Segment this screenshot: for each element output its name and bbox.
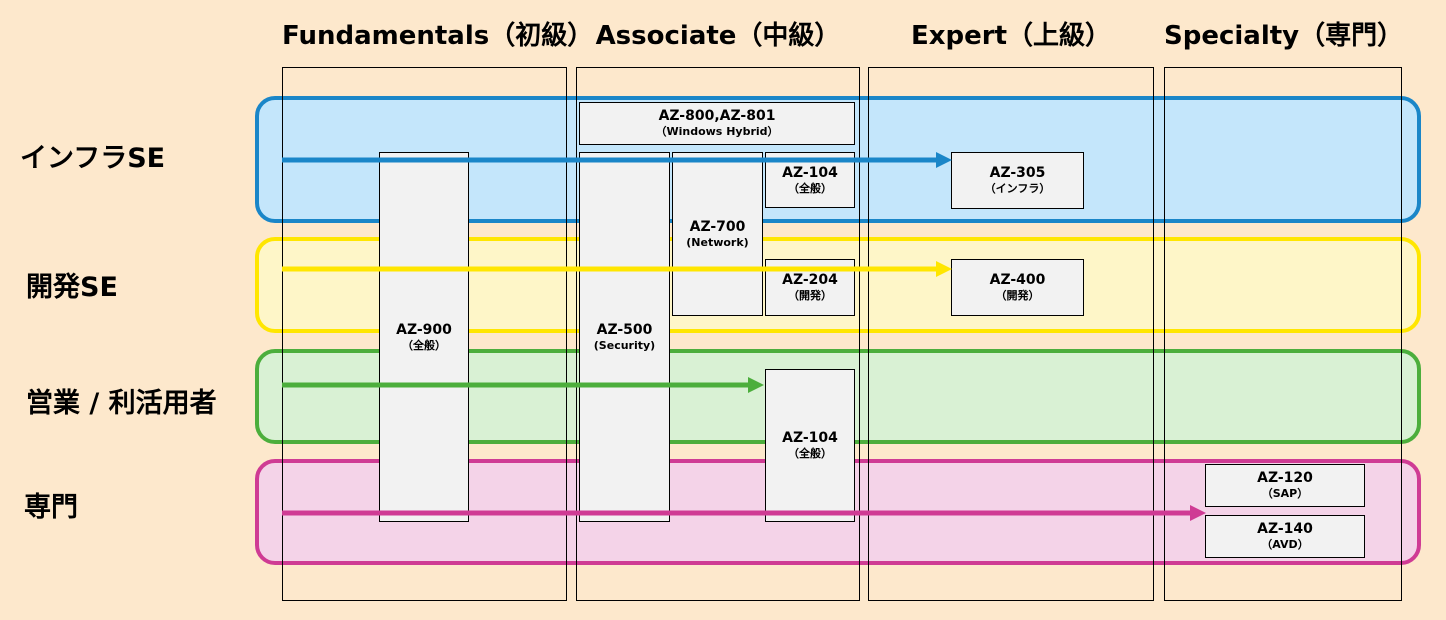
role-label-infra-se: インフラSE (20, 143, 166, 174)
arrow-infra-se-head (936, 152, 952, 168)
cert-box-az800-az801: AZ-800,AZ-801 （Windows Hybrid） (579, 102, 855, 145)
cert-subtitle: （全般） (788, 447, 832, 460)
arrow-specialty-head (1190, 505, 1206, 521)
cert-subtitle: (Network) (686, 235, 749, 249)
cert-subtitle: （全般） (788, 181, 832, 195)
cert-box-az104-general: AZ-104 （全般） (765, 369, 855, 522)
arrow-dev-se-head (936, 261, 952, 277)
cert-code: AZ-104 (782, 430, 838, 446)
cert-box-az120: AZ-120 （SAP） (1205, 464, 1365, 507)
cert-subtitle: （Windows Hybrid） (655, 125, 779, 138)
column-title-specialty: Specialty（専門） (1164, 21, 1404, 51)
role-label-sales-user: 営業 / 利活用者 (26, 388, 217, 419)
column-title-fundamentals: Fundamentals（初級） (282, 21, 594, 51)
cert-code: AZ-104 (782, 164, 838, 181)
cert-subtitle: （開発） (788, 289, 832, 302)
cert-code: AZ-500 (596, 321, 653, 338)
cert-subtitle: （開発） (995, 289, 1040, 302)
cert-subtitle: （SAP） (1261, 487, 1309, 500)
cert-box-az400: AZ-400 （開発） (951, 259, 1084, 316)
role-label-dev-se: 開発SE (26, 272, 118, 303)
cert-code: AZ-900 (396, 321, 452, 338)
cert-box-az700: AZ-700 (Network) (672, 152, 763, 316)
cert-subtitle: (Security) (593, 338, 656, 352)
arrow-sales-user-head (748, 377, 764, 393)
cert-box-az140: AZ-140 （AVD） (1205, 515, 1365, 558)
cert-code: AZ-120 (1257, 470, 1313, 486)
cert-box-az305: AZ-305 （インフラ） (951, 152, 1084, 209)
cert-box-az500: AZ-500 (Security) (579, 152, 670, 522)
cert-code: AZ-140 (1257, 521, 1313, 537)
cert-subtitle: （AVD） (1261, 538, 1309, 551)
column-frame-fundamentals (282, 67, 567, 601)
role-label-specialty: 専門 (24, 492, 78, 523)
column-frame-expert (868, 67, 1154, 601)
cert-subtitle: （インフラ） (984, 182, 1051, 195)
cert-box-az900: AZ-900 （全般） (379, 152, 469, 522)
column-title-expert: Expert（上級） (910, 21, 1112, 51)
cert-code: AZ-204 (782, 272, 838, 288)
cert-code: AZ-700 (689, 218, 746, 235)
column-title-associate: Associate（中級） (595, 21, 841, 51)
column-frame-specialty (1164, 67, 1402, 601)
cert-code: AZ-400 (989, 272, 1046, 288)
column-frame-associate (576, 67, 860, 601)
cert-subtitle: （全般） (402, 338, 446, 352)
cert-code: AZ-800,AZ-801 (658, 108, 776, 124)
cert-code: AZ-305 (989, 165, 1046, 181)
